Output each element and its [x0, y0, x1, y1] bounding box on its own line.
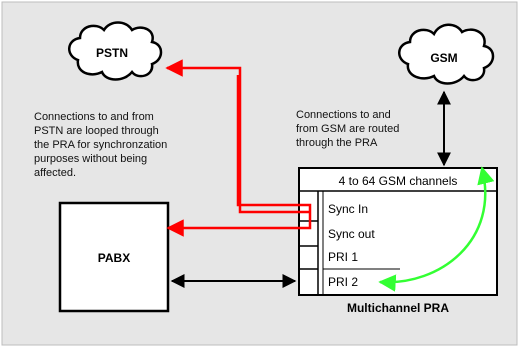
pstn-note-line: PSTN are looped through — [34, 125, 159, 137]
port-sync-in: Sync In — [328, 202, 368, 216]
pstn-note-line: purposes without being — [34, 153, 147, 165]
pabx-box: PABX — [58, 201, 170, 313]
gsm-label: GSM — [430, 51, 457, 65]
pstn-cloud: PSTN — [68, 21, 163, 81]
pstn-note-line: the PRA for synchronzation — [34, 139, 167, 151]
pstn-note-line: affected. — [34, 167, 76, 179]
pstn-loop-in-arrow — [166, 75, 312, 237]
gsm-note-line: from GSM are routed — [296, 123, 399, 135]
port-sync-out: Sync out — [328, 227, 375, 241]
pstn-label: PSTN — [96, 46, 128, 60]
gsm-cloud: GSM — [398, 23, 495, 85]
gsm-route-arrow — [378, 166, 495, 292]
pstn-loop-out-arrow — [165, 59, 310, 214]
port-pri-1: PRI 1 — [328, 250, 358, 264]
gsm-note-line: Connections to and — [296, 109, 391, 121]
gsm-note-line: through the PRA — [296, 137, 378, 149]
pstn-note: Connections to and from PSTN are looped … — [34, 111, 167, 179]
pstn-note-line: Connections to and from — [34, 111, 154, 123]
gsm-channels-label: 4 to 64 GSM channels — [339, 174, 458, 188]
gsm-note: Connections to and from GSM are routed t… — [296, 109, 399, 149]
pabx-label: PABX — [98, 251, 130, 265]
pra-device: 4 to 64 GSM channels Sync In Sync out PR… — [298, 167, 498, 315]
pra-caption: Multichannel PRA — [347, 301, 449, 315]
port-pri-2: PRI 2 — [328, 275, 358, 289]
